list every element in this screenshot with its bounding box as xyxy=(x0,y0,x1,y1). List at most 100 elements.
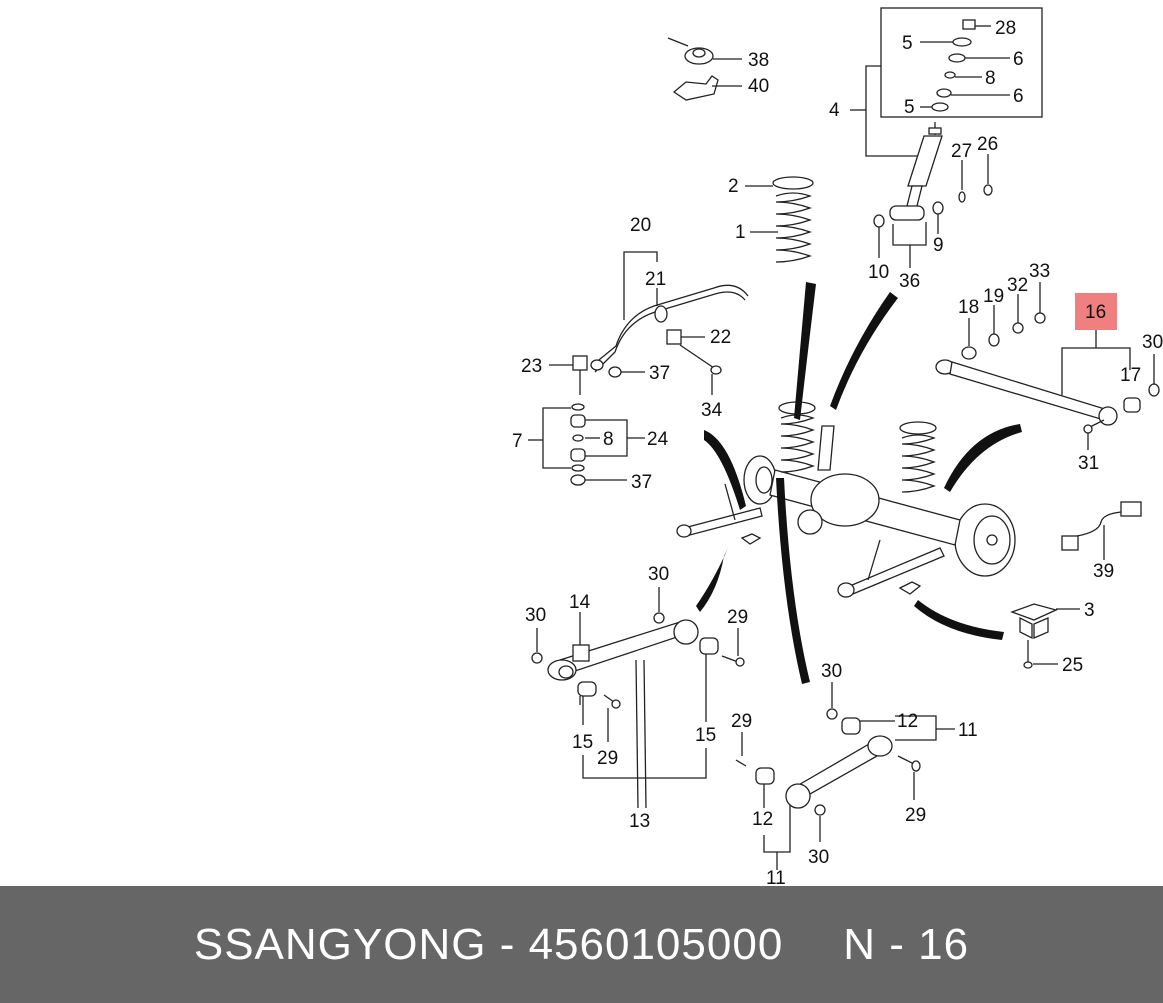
brand-part-number: SSANGYONG - 4560105000 xyxy=(193,919,784,969)
callout-6: 6 xyxy=(1013,86,1024,107)
callout-37: 37 xyxy=(649,363,670,384)
clamp-22 xyxy=(666,329,705,345)
bush-15b xyxy=(699,637,719,722)
callout-15: 15 xyxy=(572,732,593,753)
bolt-31 xyxy=(1083,419,1105,450)
callout-32: 32 xyxy=(1007,275,1028,296)
leader-11a xyxy=(895,715,937,741)
washer-27 xyxy=(958,160,966,203)
nut-30b xyxy=(653,587,665,624)
callout-29: 29 xyxy=(731,711,752,732)
nut-8a xyxy=(944,71,982,79)
diagram-position: N - 16 xyxy=(843,919,970,969)
bolt-25 xyxy=(1023,640,1058,669)
washer-9 xyxy=(932,201,944,234)
washer-6a xyxy=(948,53,1010,63)
callout-20: 20 xyxy=(630,215,651,236)
callout-31: 31 xyxy=(1078,453,1099,474)
washer-5a xyxy=(920,37,972,47)
callout-34: 34 xyxy=(701,400,723,421)
callout-12: 12 xyxy=(752,809,773,830)
pointer-arrows xyxy=(696,282,1022,684)
nut-30d xyxy=(826,682,838,720)
bushing-stack xyxy=(570,403,586,486)
callout-29: 29 xyxy=(905,805,926,826)
callout-30: 30 xyxy=(808,847,829,868)
callout-7: 7 xyxy=(512,431,523,452)
nut-30c xyxy=(531,628,543,664)
callout-14: 14 xyxy=(569,592,591,613)
nut-33 xyxy=(1034,282,1046,324)
callout-3: 3 xyxy=(1084,600,1095,621)
callout-16: 16 xyxy=(1085,302,1106,323)
callout-40: 40 xyxy=(748,76,769,97)
callout-8: 8 xyxy=(985,68,996,89)
callout-23: 23 xyxy=(521,356,542,377)
callout-38: 38 xyxy=(748,50,769,71)
nut-30a xyxy=(1148,354,1160,397)
highlight-box-16 xyxy=(1075,293,1117,330)
callout-13: 13 xyxy=(629,811,650,832)
callout-11: 11 xyxy=(958,720,978,741)
bolt-29a xyxy=(721,628,745,667)
bracket-3 xyxy=(1010,603,1080,640)
washer-32 xyxy=(1012,294,1024,334)
lower-arm-right xyxy=(785,735,893,809)
callout-26: 26 xyxy=(977,134,998,155)
callout-2: 2 xyxy=(728,176,739,197)
bush-18 xyxy=(961,318,977,360)
callout-17: 17 xyxy=(1120,365,1141,386)
link-23 xyxy=(549,355,588,395)
bolt-34 xyxy=(679,344,722,395)
bushing-28 xyxy=(962,19,991,30)
lateral-rod xyxy=(935,359,1141,426)
callout-5: 5 xyxy=(904,97,915,118)
bush-15a xyxy=(577,681,597,725)
callout-30: 30 xyxy=(648,564,669,585)
lower-arm-left xyxy=(547,612,699,681)
nut-37a xyxy=(608,366,645,378)
nut-30e xyxy=(814,804,826,842)
kit-box xyxy=(880,7,1043,118)
callout-4: 4 xyxy=(829,100,840,121)
leader-15 xyxy=(582,748,707,779)
callout-labels: 28 5 6 8 6 5 4 38 40 2 1 27 26 10 9 36 2… xyxy=(512,18,1163,886)
stabilizer-bar xyxy=(590,284,749,373)
bolt-29c xyxy=(735,732,747,767)
callout-10: 10 xyxy=(868,262,889,283)
bush-12a xyxy=(841,717,895,735)
callout-29: 29 xyxy=(597,748,618,769)
bolt-29b xyxy=(603,694,621,742)
callout-6: 6 xyxy=(1013,49,1024,70)
parts-diagram: 28 5 6 8 6 5 4 38 40 2 1 27 26 10 9 36 2… xyxy=(512,7,1163,886)
callout-39: 39 xyxy=(1093,561,1114,582)
callout-30: 30 xyxy=(1142,332,1163,353)
leader-36 xyxy=(892,222,927,246)
callout-5: 5 xyxy=(902,33,913,54)
washer-6b xyxy=(936,88,1010,98)
coil-spring-top xyxy=(745,176,814,263)
callout-15: 15 xyxy=(695,725,716,746)
leader-7 xyxy=(542,407,571,469)
mount-38 xyxy=(667,37,742,65)
axle-assembly xyxy=(676,401,1016,598)
callout-28: 28 xyxy=(995,18,1016,39)
callout-12: 12 xyxy=(897,711,918,732)
callout-21: 21 xyxy=(645,269,666,290)
leader-20 xyxy=(623,251,658,320)
washer-5b xyxy=(920,102,949,112)
callout-27: 27 xyxy=(951,141,972,162)
bolt-29d xyxy=(897,755,921,800)
footer-banner: SSANGYONG - 4560105000 N - 16 xyxy=(0,886,1163,1003)
callout-19: 19 xyxy=(983,286,1004,307)
callout-22: 22 xyxy=(710,327,731,348)
callout-11: 11 xyxy=(766,868,786,886)
leader-4 xyxy=(865,65,930,157)
bush-12b xyxy=(755,767,775,808)
callout-24: 24 xyxy=(647,429,669,450)
callout-30: 30 xyxy=(821,661,842,682)
callout-8: 8 xyxy=(603,429,614,450)
nut-10 xyxy=(873,214,885,258)
callout-18: 18 xyxy=(958,297,979,318)
callout-9: 9 xyxy=(933,235,944,256)
